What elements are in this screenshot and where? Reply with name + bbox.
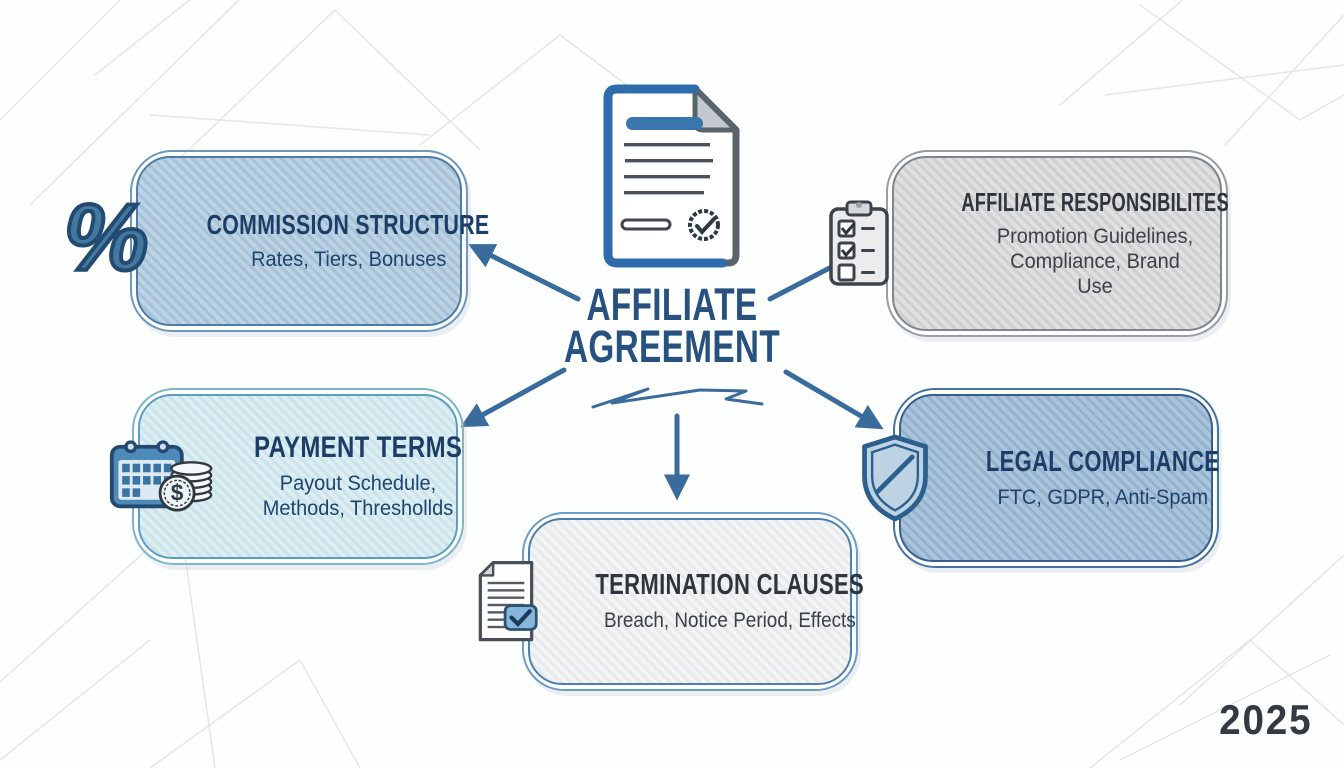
document-check-icon — [479, 560, 538, 641]
year-label: 2025 — [1218, 696, 1312, 743]
node-termination-clauses: TERMINATION CLAUSES Breach, Notice Perio… — [479, 512, 864, 691]
page-title-line2: AGREEMENT — [563, 321, 781, 373]
calendar-coins-icon: $ — [109, 439, 213, 512]
clipboard-checklist-icon — [829, 200, 889, 286]
node-legal-compliance: LEGAL COMPLIANCE FTC, GDPR, Anti-Spam — [862, 388, 1220, 568]
percent-icon: % — [62, 185, 151, 292]
node-title: PAYMENT TERMS — [253, 431, 463, 465]
node-commission-structure: % COMMISSION STRUCTURE Rates, Tiers, Bon… — [62, 150, 489, 332]
node-title: COMMISSION STRUCTURE — [206, 209, 490, 241]
page-title: AFFILIATE AGREEMENT — [502, 279, 842, 373]
shield-icon — [862, 434, 929, 522]
node-subtitle: Promotion Guidelines, Compliance, Brand … — [996, 225, 1194, 298]
node-subtitle: Payout Schedule, Methods, Threshollds — [262, 472, 454, 520]
node-affiliate-responsibilities: AFFILIATE RESPONSIBILITES Promotion Guid… — [829, 150, 1229, 337]
node-title: AFFILIATE RESPONSIBILITES — [961, 187, 1229, 218]
agreement-document-icon — [603, 84, 740, 268]
node-subtitle: Breach, Notice Period, Effects — [604, 609, 856, 633]
page-title-line1: AFFILIATE — [586, 279, 758, 330]
node-title: TERMINATION CLAUSES — [595, 569, 865, 602]
node-title: LEGAL COMPLIANCE — [986, 445, 1220, 478]
dollar-glyph: $ — [171, 479, 184, 505]
node-subtitle: FTC, GDPR, Anti-Spam — [997, 485, 1209, 509]
node-subtitle: Rates, Tiers, Bonuses — [250, 248, 446, 272]
node-payment-terms: $ PAYMENT TERMS Payout Schedule, Methods… — [109, 388, 464, 565]
